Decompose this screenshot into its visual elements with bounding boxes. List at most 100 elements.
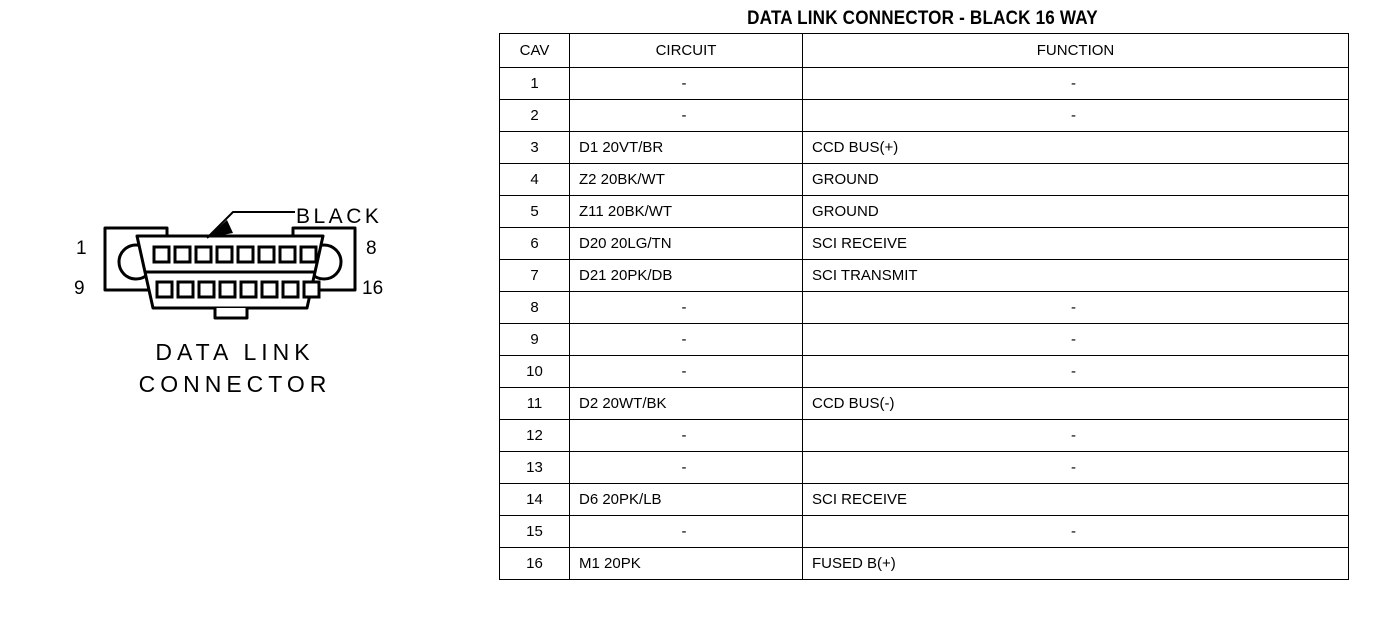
cell-function: SCI RECEIVE (802, 227, 1349, 260)
pin-label-8: 8 (366, 238, 377, 259)
cell-function-text: SCI TRANSMIT (812, 267, 918, 284)
caption-line-1: DATA LINK (155, 339, 315, 365)
cell-circuit: - (569, 291, 803, 324)
table-row: 15 - - (499, 515, 1349, 548)
cell-function: FUSED B(+) (802, 547, 1349, 580)
cell-circuit-text: D1 20VT/BR (579, 139, 664, 156)
table-row: 4 Z2 20BK/WT GROUND (499, 163, 1349, 196)
cell-circuit: Z2 20BK/WT (569, 163, 803, 196)
cell-circuit: - (569, 515, 803, 548)
cell-function-text: CCD BUS(+) (812, 139, 899, 156)
cell-circuit-text: M1 20PK (579, 555, 641, 572)
cell-circuit: - (569, 419, 803, 452)
connector-drawing (103, 211, 357, 320)
cell-circuit: D1 20VT/BR (569, 131, 803, 164)
cell-circuit: D2 20WT/BK (569, 387, 803, 420)
cell-function: SCI RECEIVE (802, 483, 1349, 516)
cell-function: SCI TRANSMIT (802, 259, 1349, 292)
table-row: 1-- (499, 67, 1349, 100)
cell-circuit-text: Z2 20BK/WT (579, 171, 665, 188)
column-header-cav: CAV (499, 33, 570, 68)
cell-function-text: - (1071, 363, 1076, 380)
cell-circuit-text: - (681, 363, 687, 380)
column-header-circuit: CIRCUIT (569, 33, 803, 68)
cell-circuit-text: - (681, 75, 687, 92)
cell-function: - (802, 419, 1349, 452)
cell-function: - (802, 67, 1349, 100)
cell-circuit-text: D6 20PK/LB (579, 491, 662, 508)
column-header-function: FUNCTION (802, 33, 1349, 68)
caption-line-2: CONNECTOR (138, 371, 332, 397)
cell-cav: 15 (499, 515, 570, 548)
pin-label-9: 9 (74, 278, 85, 299)
cell-function: - (802, 451, 1349, 484)
cell-cav: 11 (499, 387, 570, 420)
table-row: 12 - - (499, 419, 1349, 452)
cell-function-text: - (1071, 75, 1076, 92)
cell-circuit-text: D20 20LG/TN (579, 235, 672, 252)
table-row: 8 - - (499, 291, 1349, 324)
cell-function: - (802, 323, 1349, 356)
table-row: 13-- (499, 451, 1349, 484)
cell-cav: 9 (499, 323, 570, 356)
connector-caption: DATA LINK CONNECTOR (0, 336, 470, 400)
cell-function-text: FUSED B(+) (812, 555, 896, 572)
black-callout-leader (206, 211, 295, 239)
cell-circuit-text: - (681, 427, 687, 444)
cell-circuit-text: - (681, 523, 687, 540)
table-row: 3 D1 20VT/BR CCD BUS(+) (499, 131, 1349, 164)
cell-function-text: SCI RECEIVE (812, 491, 908, 508)
cell-cav: 13 (499, 451, 570, 484)
cell-function-text: - (1071, 459, 1076, 476)
cell-function: - (802, 291, 1349, 324)
cell-circuit: M1 20PK (569, 547, 803, 580)
cell-cav: 12 (499, 419, 570, 452)
cell-function-text: - (1071, 107, 1076, 124)
table-row: 10-- (499, 355, 1349, 388)
table-title: DATA LINK CONNECTOR - BLACK 16 WAY (747, 8, 1098, 29)
cell-circuit-text: D2 20WT/BK (579, 395, 667, 412)
cell-function: CCD BUS(+) (802, 131, 1349, 164)
cell-circuit: D20 20LG/TN (569, 227, 803, 260)
cell-function-text: - (1071, 331, 1076, 348)
table-row: 9 - - (499, 323, 1349, 356)
cell-function-text: SCI RECEIVE (812, 235, 908, 252)
cell-circuit: - (569, 451, 803, 484)
cell-cav: 7 (499, 259, 570, 292)
table-row: 14 D6 20PK/LB SCI RECEIVE (499, 483, 1349, 516)
table-row: 7 D21 20PK/DB SCI TRANSMIT (499, 259, 1349, 292)
cell-circuit: - (569, 99, 803, 132)
pin-label-16: 16 (362, 278, 384, 299)
cell-function: - (802, 515, 1349, 548)
cell-function: - (802, 99, 1349, 132)
cell-circuit: D6 20PK/LB (569, 483, 803, 516)
cell-circuit-text: - (681, 107, 687, 124)
cell-function-text: - (1071, 427, 1076, 444)
cell-cav: 2 (499, 99, 570, 132)
cell-circuit-text: - (681, 299, 687, 316)
cavity-row-bottom (155, 280, 321, 299)
cell-cav: 8 (499, 291, 570, 324)
cell-function-text: GROUND (812, 203, 879, 220)
black-callout-label: BLACK (296, 205, 383, 228)
pin-label-1: 1 (76, 238, 87, 259)
cell-circuit-text: - (681, 331, 687, 348)
data-link-connector-figure: BLACK 1 9 8 16 DATA LINK CONNECTOR (0, 0, 470, 632)
cell-cav: 14 (499, 483, 570, 516)
cell-cav: 3 (499, 131, 570, 164)
table-row: 16 M1 20PK FUSED B(+) (499, 547, 1349, 580)
cell-cav: 4 (499, 163, 570, 196)
black-callout-arrowhead (207, 220, 233, 238)
cavity-row-top (152, 245, 318, 264)
cell-cav: 16 (499, 547, 570, 580)
cell-function: GROUND (802, 195, 1349, 228)
cell-function: GROUND (802, 163, 1349, 196)
cell-circuit-text: Z11 20BK/WT (579, 203, 673, 220)
cell-function-text: GROUND (812, 171, 879, 188)
cell-circuit: D21 20PK/DB (569, 259, 803, 292)
cell-circuit-text: D21 20PK/DB (579, 267, 673, 284)
